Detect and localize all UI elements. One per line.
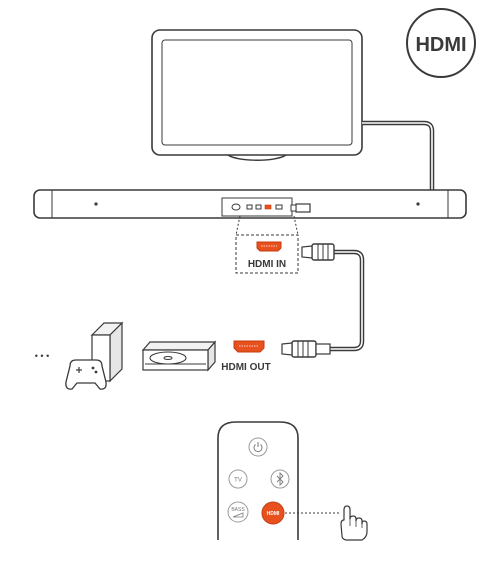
- tv-screen: [161, 39, 353, 146]
- remote-hdmi-label: HDMI: [267, 511, 280, 517]
- soundbar: [33, 189, 467, 219]
- hdmi-out-label: HDMI OUT: [221, 362, 270, 373]
- hdmi-out-port-icon: [233, 340, 265, 353]
- remote-hdmi-button[interactable]: HDMI: [261, 501, 285, 525]
- tv-cable-plug: [295, 203, 311, 213]
- remote-tv-label: TV: [234, 478, 242, 484]
- more-devices-indicator: • • •: [35, 351, 49, 361]
- hdmi-in-callout: HDMI IN: [235, 234, 299, 274]
- hdmi-in-port-icon: [256, 241, 282, 252]
- hdmi-out: HDMI OUT: [221, 340, 271, 373]
- remote-bass-button[interactable]: BASS: [227, 501, 249, 523]
- pointing-hand-icon: [340, 505, 368, 541]
- gamepad-icon: [65, 359, 107, 390]
- disc-player-icon: [141, 340, 217, 372]
- disc-icon: [149, 351, 187, 365]
- soundbar-hdmi-in-port: [264, 204, 272, 210]
- remote-power-button[interactable]: [248, 437, 268, 457]
- hdmi-out-plug: [281, 340, 331, 358]
- hdmi-badge-label: HDMI: [415, 34, 466, 56]
- device-hdmi-cable: [330, 249, 365, 352]
- hdmi-in-label: HDMI IN: [248, 259, 286, 270]
- remote-control: TV BASS HDMI: [217, 421, 299, 540]
- remote-bass-label: BASS: [231, 507, 245, 513]
- remote-bluetooth-button[interactable]: [270, 469, 290, 489]
- hdmi-in-plug: [301, 243, 335, 261]
- bass-level-icon: [232, 512, 244, 518]
- remote-tv-button[interactable]: TV: [228, 469, 248, 489]
- tv: [151, 29, 363, 161]
- tv-stand: [227, 154, 287, 161]
- hdmi-badge: HDMI: [406, 8, 476, 78]
- bluetooth-icon: [276, 471, 284, 487]
- power-icon: [253, 444, 263, 453]
